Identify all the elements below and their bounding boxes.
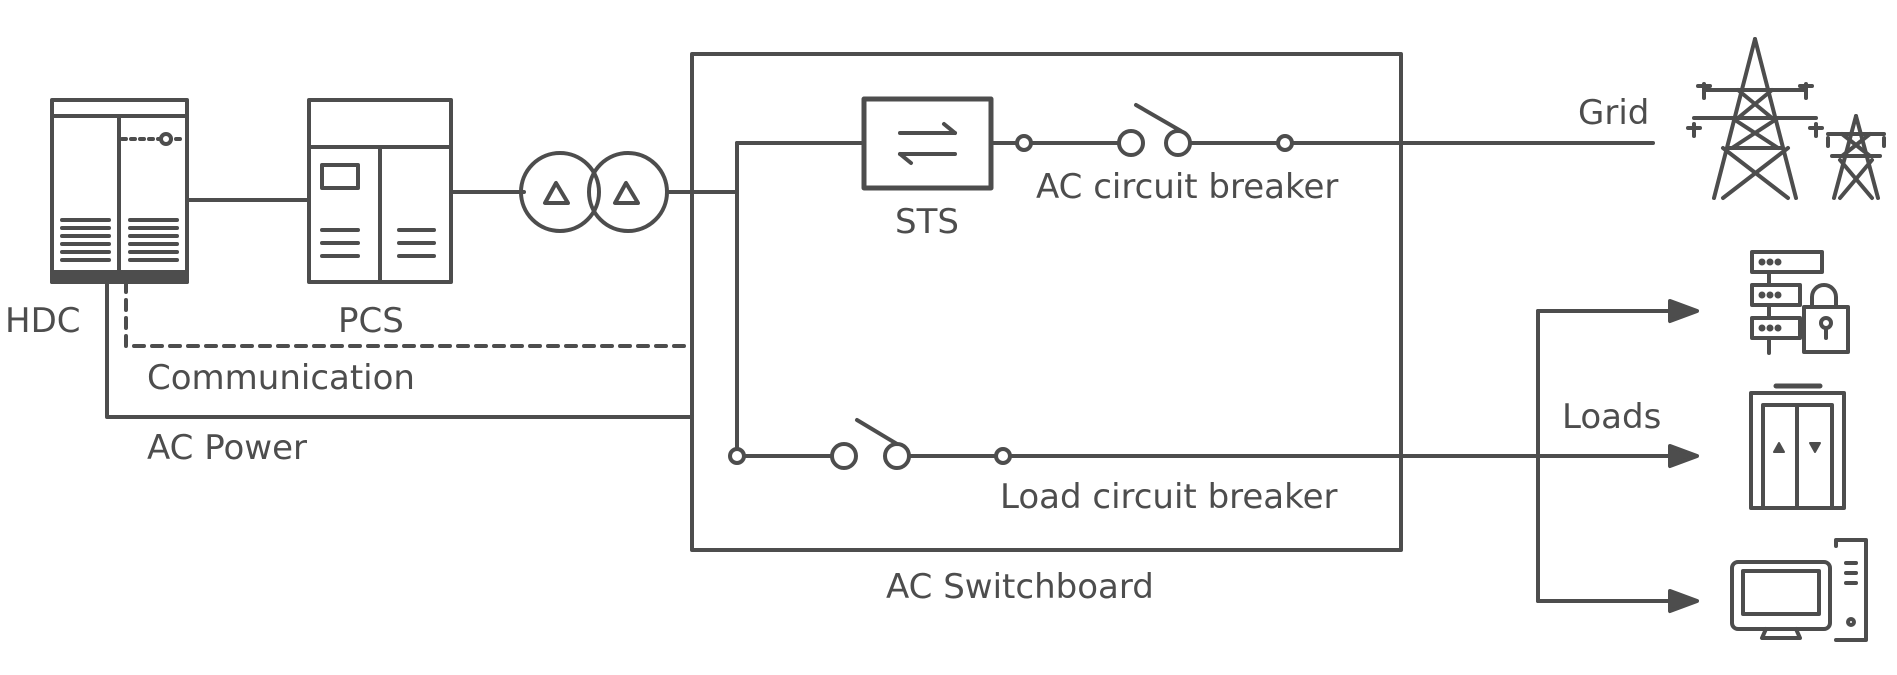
- load-arrow-1: [1668, 299, 1699, 323]
- load-circuit-breaker-symbol: [728, 418, 1012, 470]
- communication-label: Communication: [147, 358, 415, 398]
- pcs-label: PCS: [338, 301, 404, 341]
- hdc-cabinet: [50, 98, 189, 284]
- transmission-tower-icon: [1686, 37, 1886, 200]
- server-lock-icon: [1750, 250, 1850, 355]
- desktop-computer-icon: [1730, 538, 1868, 642]
- pcs-cabinet: [307, 98, 453, 284]
- ac-circuit-breaker-symbol: [1015, 103, 1294, 157]
- loads-label: Loads: [1562, 397, 1661, 437]
- grid-label: Grid: [1578, 93, 1649, 133]
- transformer: [519, 151, 669, 233]
- elevator-icon: [1749, 383, 1846, 510]
- ac-switchboard-label: AC Switchboard: [886, 567, 1154, 607]
- ac-switchboard-box: [690, 52, 1403, 552]
- ac-circuit-breaker-label: AC circuit breaker: [1036, 167, 1338, 207]
- load-arrow-3: [1668, 589, 1699, 613]
- load-circuit-breaker-label: Load circuit breaker: [1000, 477, 1338, 517]
- hdc-label: HDC: [5, 301, 81, 341]
- sts-symbol: [861, 96, 994, 191]
- load-arrow-2: [1668, 444, 1699, 468]
- sts-label: STS: [895, 202, 959, 242]
- ac-power-label: AC Power: [147, 428, 307, 468]
- ac-power-line: [105, 280, 694, 419]
- communication-line: [124, 280, 694, 348]
